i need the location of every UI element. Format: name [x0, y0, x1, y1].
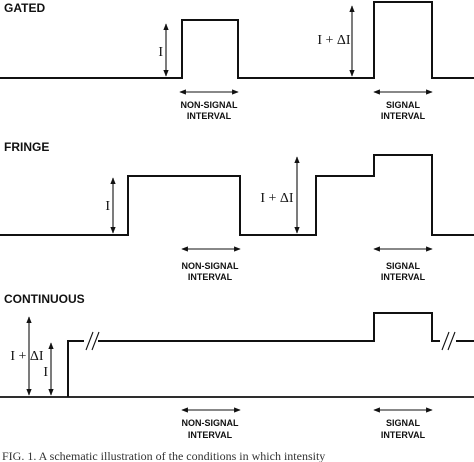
gated-waveform [0, 1, 474, 79]
fringe-nonsignal-line1: NON-SIGNAL [182, 261, 239, 271]
gated-panel: GATED I I + ΔI NON-SIGNAL INTERVAL SIGNA… [0, 1, 474, 121]
gated-nonsignal-line2: INTERVAL [187, 111, 232, 121]
fringe-waveform [0, 154, 474, 236]
continuous-title: CONTINUOUS [4, 292, 85, 306]
fringe-signal-line1: SIGNAL [386, 261, 421, 271]
continuous-waveform-level [98, 312, 440, 342]
axis-break-left [85, 331, 100, 351]
fringe-i-label: I [105, 199, 110, 214]
fringe-panel: FRINGE I I + ΔI NON-SIGNAL INTERVAL SIGN… [0, 140, 474, 282]
fringe-signal-line2: INTERVAL [381, 272, 426, 282]
fringe-title: FRINGE [4, 140, 49, 154]
figure-caption: FIG. 1. A schematic illustration of the … [2, 449, 325, 462]
gated-nonsignal-line1: NON-SIGNAL [181, 100, 238, 110]
continuous-signal-line1: SIGNAL [386, 418, 421, 428]
continuous-nonsignal-line1: NON-SIGNAL [182, 418, 239, 428]
axis-break-right [441, 331, 456, 351]
continuous-panel: CONTINUOUS I + ΔI I NON-SIGNAL INTERVAL … [0, 292, 474, 440]
gated-signal-line1: SIGNAL [386, 100, 421, 110]
continuous-i-label: I [43, 365, 48, 380]
gated-signal-line2: INTERVAL [381, 111, 426, 121]
gated-i-delta-label: I + ΔI [317, 33, 351, 48]
fringe-nonsignal-line2: INTERVAL [188, 272, 233, 282]
continuous-nonsignal-line2: INTERVAL [188, 430, 233, 440]
fringe-i-delta-label: I + ΔI [260, 191, 294, 206]
continuous-signal-line2: INTERVAL [381, 430, 426, 440]
continuous-i-delta-label: I + ΔI [10, 349, 44, 364]
continuous-waveform-main [67, 340, 84, 397]
gated-i-label: I [158, 45, 163, 60]
gated-title: GATED [4, 1, 45, 15]
